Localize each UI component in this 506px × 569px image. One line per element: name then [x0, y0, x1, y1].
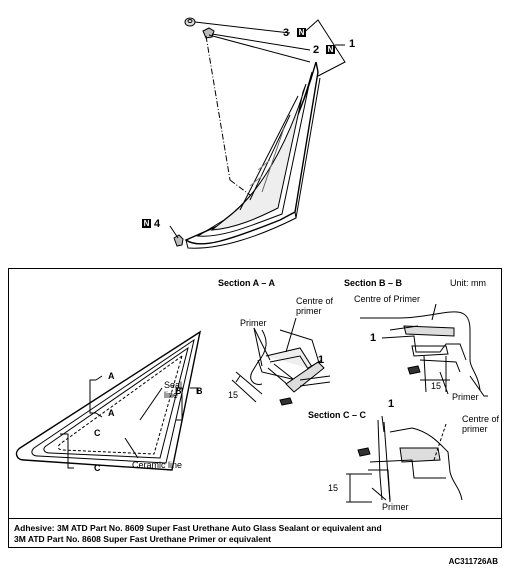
section-c-callout-1: 1 — [388, 398, 395, 410]
section-a-title: Section A – A — [218, 278, 276, 288]
section-a-dim-15: 15 — [228, 390, 239, 400]
section-b-dim-15: 15 — [431, 381, 442, 391]
reference-code: AC311726AB — [448, 557, 498, 566]
section-c-primer: Primer — [382, 502, 409, 512]
adhesive-note-line-2: 3M ATD Part No. 8608 Super Fast Urethane… — [14, 534, 271, 544]
callout-2: 2 — [313, 44, 320, 56]
ceramic-line-label: Ceramic line — [132, 460, 183, 470]
label-c-bottom: C — [94, 463, 101, 473]
glass-overview — [15, 330, 202, 471]
section-c-centre-of-primer: Centre of primer — [462, 414, 500, 434]
label-b-left: B — [175, 386, 182, 396]
section-c-drawing — [346, 415, 463, 503]
section-a-callout-1: 1 — [318, 354, 325, 366]
section-b-title: Section B – B — [344, 278, 403, 288]
adhesive-note: Adhesive: 3M ATD Part No. 8609 Super Fas… — [8, 518, 502, 548]
callout-3: 3 — [283, 27, 290, 39]
n-badge-2: N — [326, 45, 335, 54]
label-a-top: A — [108, 371, 115, 381]
seal-line-label: Seal line — [164, 380, 183, 400]
section-c-title: Section C – C — [308, 410, 367, 420]
n-badge-4: N — [142, 219, 151, 228]
quarter-glass — [184, 61, 321, 249]
section-b-centre-of-primer: Centre of Primer — [354, 294, 421, 304]
detail-box — [8, 268, 502, 548]
label-b-right: B — [196, 386, 203, 396]
section-b-primer: Primer — [452, 392, 479, 402]
label-a-bottom: A — [108, 408, 115, 418]
section-b-callout-1: 1 — [370, 332, 377, 344]
section-a-primer: Primer — [240, 318, 267, 328]
clip-part-4 — [173, 234, 184, 247]
callout-4: 4 — [154, 218, 161, 230]
label-c-top: C — [94, 428, 101, 438]
n-badge-3: N — [297, 28, 306, 37]
unit-label: Unit: mm — [450, 278, 486, 288]
section-c-dim-15: 15 — [328, 483, 339, 493]
section-a-drawing — [231, 317, 331, 406]
adhesive-note-line-1: Adhesive: 3M ATD Part No. 8609 Super Fas… — [14, 523, 382, 533]
section-b-drawing — [360, 303, 488, 397]
section-a-centre-of-primer: Centre of primer — [296, 296, 334, 316]
exploded-view — [169, 17, 346, 249]
callout-1: 1 — [349, 38, 356, 50]
